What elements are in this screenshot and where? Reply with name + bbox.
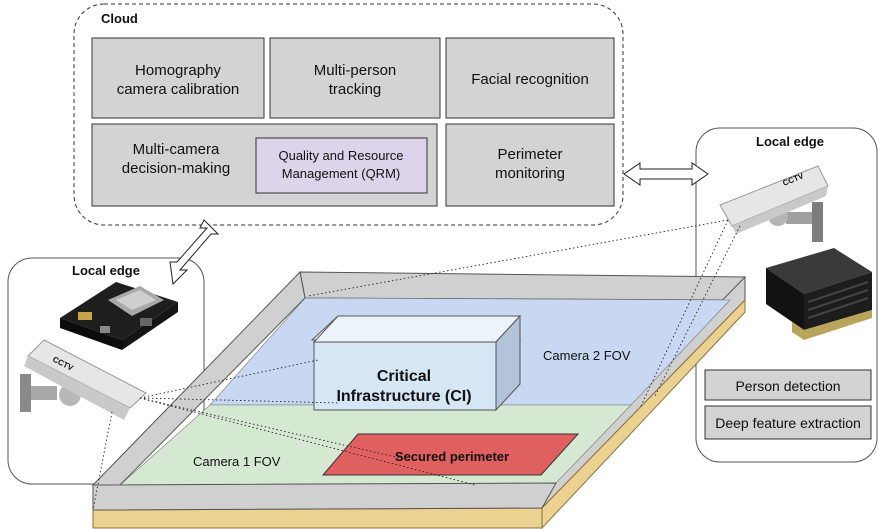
homography-label-1: Homography xyxy=(135,62,221,79)
facial-recognition-label: Facial recognition xyxy=(471,71,589,88)
feature-extraction-label: Deep feature extraction xyxy=(715,415,861,431)
camera-fov-lines xyxy=(92,219,741,511)
left-cctv-camera-icon: CCTV xyxy=(20,339,147,420)
secured-perimeter-area: Secured perimeter xyxy=(321,433,580,476)
qrm-box: Quality and Resource Management (QRM) xyxy=(255,137,428,194)
tracking-label-2: tracking xyxy=(329,81,382,98)
camera-2-fov-label: Camera 2 FOV xyxy=(543,348,631,363)
cloud-left-edge-arrow xyxy=(169,219,220,286)
right-edge-title: Local edge xyxy=(756,134,824,149)
critical-infrastructure-block: Critical Infrastructure (CI) xyxy=(310,314,522,412)
cloud-title: Cloud xyxy=(101,11,138,26)
decision-label-2: decision-making xyxy=(122,160,230,177)
perimeter-monitoring-label-1: Perimeter xyxy=(497,146,562,163)
homography-label-2: camera calibration xyxy=(117,81,240,98)
secured-perimeter-label: Secured perimeter xyxy=(395,449,509,464)
tracking-label-1: Multi-person xyxy=(314,62,397,79)
feature-extraction-box: Deep feature extraction xyxy=(704,405,872,440)
ci-label-1: Critical xyxy=(377,368,431,385)
qrm-label-1: Quality and Resource xyxy=(278,148,403,163)
cloud-right-edge-arrow xyxy=(623,162,709,186)
embedded-board-icon xyxy=(60,282,178,350)
cloud-panel: Cloud Homography camera calibration Mult… xyxy=(73,3,624,226)
ci-label-2: Infrastructure (CI) xyxy=(336,388,471,405)
decision-label-1: Multi-camera xyxy=(133,141,220,158)
camera-1-fov-label: Camera 1 FOV xyxy=(193,454,281,469)
left-edge-title: Local edge xyxy=(72,263,140,278)
gpu-module-icon xyxy=(766,248,872,340)
right-edge-panel: Local edge CCTV Person detection Dee xyxy=(695,127,878,463)
person-detection-label: Person detection xyxy=(735,378,840,394)
tracking-box: Multi-person tracking xyxy=(269,37,441,119)
right-cctv-camera-icon: CCTV xyxy=(719,165,829,242)
facial-recognition-box: Facial recognition xyxy=(445,37,615,119)
perimeter-monitoring-box: Perimeter monitoring xyxy=(445,123,615,207)
person-detection-box: Person detection xyxy=(704,369,872,401)
homography-box: Homography camera calibration xyxy=(91,37,265,119)
perimeter-monitoring-label-2: monitoring xyxy=(495,165,565,182)
qrm-label-2: Management (QRM) xyxy=(282,166,400,181)
